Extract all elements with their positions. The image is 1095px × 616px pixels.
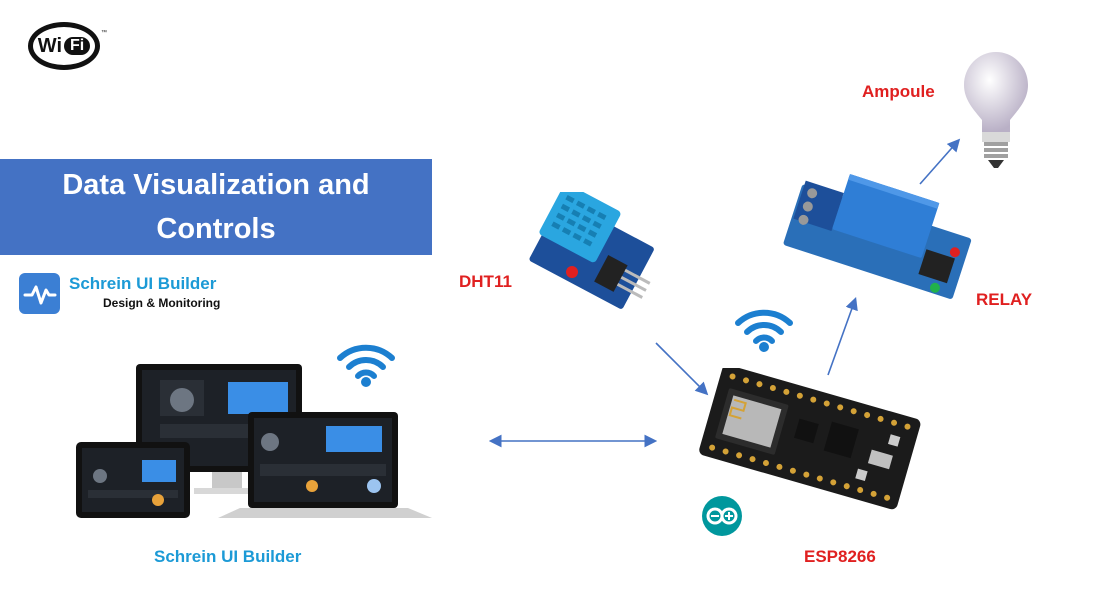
banner-title-line1: Data Visualization and <box>62 169 370 201</box>
label-dht11: DHT11 <box>459 272 512 291</box>
bulb-icon <box>964 52 1028 168</box>
brand-tagline: Design & Monitoring <box>103 296 221 310</box>
wifi-signal-icon <box>337 344 395 387</box>
label-ampoule: Ampoule <box>862 82 935 101</box>
wifi-trademark: ™ <box>101 30 107 36</box>
brand-name: Schrein UI Builder <box>69 274 217 293</box>
banner-title-line2: Controls <box>156 213 276 245</box>
device-mockups <box>76 364 432 518</box>
wifi-logo-wi: Wi <box>37 34 63 57</box>
dht11-sensor <box>529 192 654 309</box>
wifi-signal-icon <box>735 309 793 352</box>
title-banner: Data Visualization and Controls <box>0 159 432 255</box>
relay-module <box>783 173 972 299</box>
arduino-icon <box>702 496 742 536</box>
label-relay: RELAY <box>976 290 1033 309</box>
arrow-dht-esp <box>655 342 709 396</box>
tablet <box>76 442 190 518</box>
wifi-logo-fi: Fi <box>64 37 91 55</box>
arrow-relay-bulb <box>919 138 961 185</box>
esp8266-board <box>699 368 921 510</box>
schrein-logo-icon <box>19 273 60 314</box>
label-schrein-ui-builder: Schrein UI Builder <box>154 547 302 566</box>
laptop <box>218 412 432 518</box>
wifi-logo: Wi Fi <box>28 22 100 70</box>
arrow-esp-relay <box>827 296 858 376</box>
label-esp8266: ESP8266 <box>804 547 876 566</box>
